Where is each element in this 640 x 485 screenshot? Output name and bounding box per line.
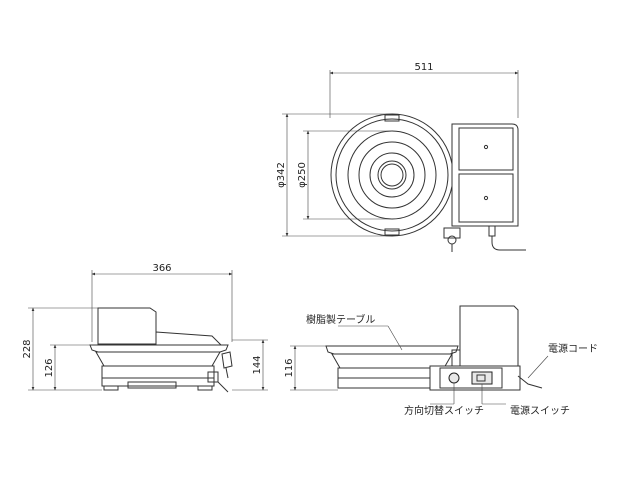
side-table-top [325, 345, 459, 355]
control-housing [451, 123, 519, 227]
dim-switch-height: 144 [252, 355, 263, 374]
rim-tab-bottom [384, 228, 400, 236]
base-foot-center [127, 381, 177, 389]
base-block [101, 365, 215, 387]
base-foot-left [103, 385, 119, 391]
front-switch-lever [225, 367, 229, 379]
motor-housing [97, 307, 157, 345]
base-foot-right [197, 385, 213, 391]
turntable-ring-inner [369, 152, 415, 198]
upper-screw [483, 144, 489, 150]
front-cord [217, 381, 229, 393]
dim-inner-diameter: φ250 [297, 162, 308, 188]
switch-knob [447, 235, 457, 245]
top-view: 511 φ342 φ250 [276, 62, 526, 252]
front-switch-knob [221, 351, 233, 369]
turntable-hub-inner [380, 163, 404, 187]
dim-top-width: 511 [414, 62, 433, 73]
rear-slope [155, 331, 224, 347]
power-cord-top [491, 226, 526, 251]
table-bowl [95, 351, 221, 367]
dim-outer-diameter: φ342 [276, 162, 287, 188]
rim-tab-top [384, 114, 400, 122]
dim-side-table-height: 116 [284, 358, 295, 377]
power-switch-body [471, 371, 493, 385]
upper-compartment [458, 127, 514, 171]
side-panel-face [439, 367, 503, 389]
dim-front-width: 366 [152, 263, 171, 274]
label-resin-table: 樹脂製テーブル [306, 313, 375, 326]
cord-strain-relief [488, 225, 496, 237]
side-motor-housing [459, 305, 519, 367]
side-power-cord [517, 375, 543, 389]
front-view: 366 228 126 144 [22, 263, 268, 393]
lower-screw [483, 195, 489, 201]
leader-line [387, 325, 403, 351]
power-switch-rocker [476, 374, 486, 382]
direction-switch-knob [448, 372, 460, 384]
turntable-rim [335, 118, 449, 232]
turntable-ring [358, 141, 426, 209]
side-view: 116 樹脂製テーブル 電源コード 方向切替スイッチ 電源スイッチ [284, 305, 598, 417]
dim-total-height: 228 [22, 339, 33, 358]
leader-line [527, 355, 549, 379]
dim-table-height: 126 [44, 358, 55, 377]
turntable-hub [377, 160, 407, 190]
front-switch-box [207, 371, 219, 383]
switch-base [443, 227, 461, 239]
label-direction-switch: 方向切替スイッチ [404, 404, 484, 417]
table-top [89, 344, 229, 353]
label-power-switch: 電源スイッチ [510, 404, 570, 417]
label-power-cord: 電源コード [548, 342, 598, 355]
side-switch-lever [451, 349, 461, 367]
lower-compartment [458, 173, 514, 223]
turntable-outer [330, 113, 454, 237]
